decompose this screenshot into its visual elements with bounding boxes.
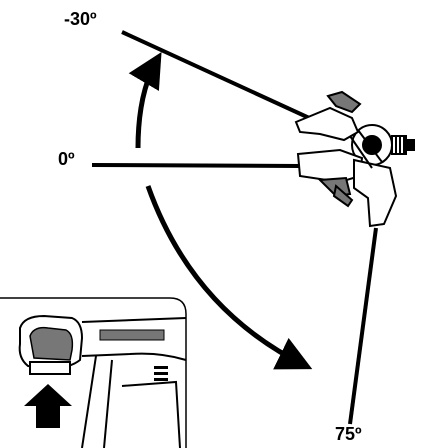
arc-arrow-down — [145, 185, 313, 370]
nailer-tool-icon — [294, 90, 415, 228]
line-minus-30 — [121, 30, 319, 124]
arc-arrow-up — [128, 51, 162, 149]
line-0 — [91, 163, 301, 168]
angle-label-75: 75º — [335, 424, 362, 444]
line-75 — [348, 227, 378, 425]
up-arrow-icon — [24, 384, 72, 428]
inset-panel — [0, 297, 187, 448]
angle-label-minus-30: -30º — [64, 9, 97, 29]
angle-label-0: 0º — [58, 149, 75, 169]
